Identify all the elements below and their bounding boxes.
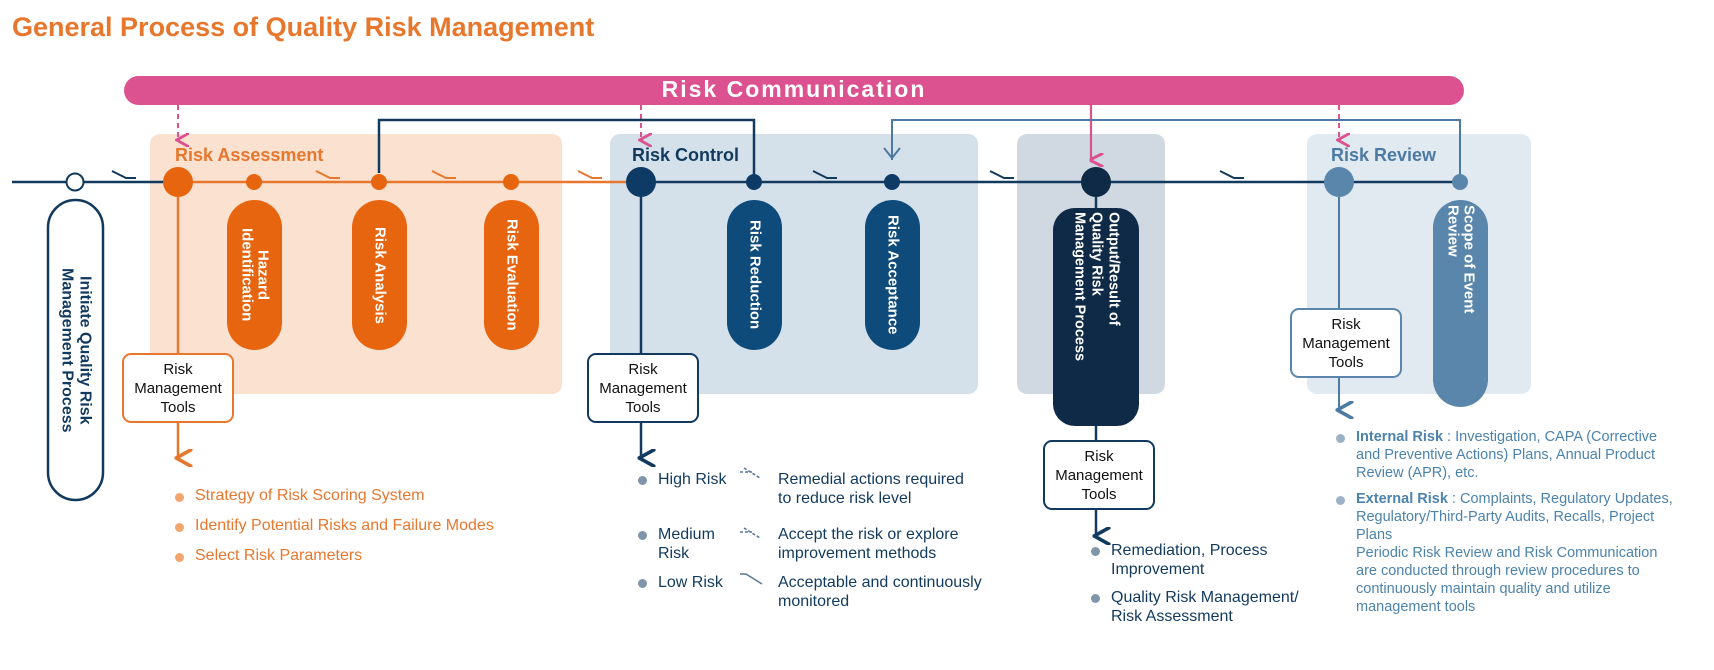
list-item: Strategy of Risk Scoring System [175,487,555,505]
initiate-label: Initiate Quality Risk Management Process [58,267,94,433]
internal-risk-title: Internal Risk [1356,429,1444,445]
bullet-dot [1091,547,1100,556]
external-risk-text: : Complaints, Regulatory Updates, Regula… [1356,491,1673,543]
high-risk-name: High Risk [658,471,727,488]
scope-review-label: Scope of Event Review [1444,205,1478,314]
internal-risk-item: Internal Risk : Investigation, CAPA (Cor… [1336,428,1676,482]
scope-review-pill [1433,200,1488,407]
hazard-identification-label: Hazard Identification [238,228,272,322]
external-risk-title: External Risk [1356,491,1448,507]
evaluation-pill-text: Risk Evaluation [484,200,539,350]
risk-control-label: Risk Control [632,145,740,165]
bullet-dot [175,493,184,502]
output-items: Remediation, Process Improvement Quality… [1091,541,1331,635]
medium-risk-desc: Accept the risk or explore improvement m… [778,526,959,562]
risk-evaluation-pill [484,200,539,350]
hazard-node [246,174,262,190]
review-node [1324,167,1354,197]
control-tools-box: Risk Management Tools [587,353,699,423]
initiate-pill-text: Initiate Quality Risk Management Process [48,200,103,500]
list-item: Remediation, Process Improvement [1091,541,1331,579]
bullet-dot [638,476,647,485]
internal-risk-text: : Investigation, CAPA (Corrective and Pr… [1356,429,1658,481]
scope-node [1452,174,1468,190]
review-items: Internal Risk : Investigation, CAPA (Cor… [1336,428,1676,624]
output-label: Output/Result of Quality Risk Management… [1071,212,1122,362]
list-item: Select Risk Parameters [175,547,555,565]
external-risk-item: External Risk : Complaints, Regulatory U… [1336,490,1676,616]
hazard-pill-text: Hazard Identification [227,200,282,350]
risk-communication-bar [124,76,1464,105]
output-tools-box: Risk Management Tools [1043,440,1155,510]
risk-analysis-pill [352,200,407,350]
low-risk-name: Low Risk [658,574,723,591]
low-risk-row: Low Risk Acceptable and continuously mon… [638,573,1038,613]
evaluation-node [503,174,519,190]
output-node [1081,167,1111,197]
output-pill [1053,208,1139,426]
bullet-dot [1091,594,1100,603]
medium-risk-symbol [740,527,761,539]
bullet-dot [175,553,184,562]
flow-marks [111,170,1244,179]
loop-acceptance-review [891,119,1461,177]
low-risk-desc: Acceptable and continuously monitored [778,574,982,610]
risk-review-label: Risk Review [1331,145,1437,165]
control-node [626,167,656,197]
acceptance-pill-text: Risk Acceptance [865,200,920,350]
medium-risk-row: Medium Risk Accept the risk or explore i… [638,525,1038,565]
scope-pill-text: Scope of Event Review [1433,205,1488,402]
loop-analysis-reduction [377,118,756,177]
assessment-tools-box: Risk Management Tools [122,353,234,423]
risk-communication-label: Risk Communication [661,76,927,102]
risk-acceptance-label: Risk Acceptance [884,215,902,335]
high-risk-desc: Remedial actions required to reduce risk… [778,471,964,507]
risk-assessment-label: Risk Assessment [175,145,324,165]
high-risk-row: High Risk Remedial actions required to r… [638,470,1038,510]
review-tools-box: Risk Management Tools [1290,308,1402,378]
loop-acceptance-tip [883,147,901,160]
bullet-dot [638,579,647,588]
low-risk-symbol [740,573,763,585]
bullet-dot [1336,496,1345,505]
page-title: General Process of Quality Risk Manageme… [12,12,595,42]
risk-analysis-label: Risk Analysis [371,226,389,324]
list-item: Identify Potential Risks and Failure Mod… [175,517,555,535]
analysis-pill-text: Risk Analysis [352,200,407,350]
risk-acceptance-pill [865,200,920,350]
start-node [65,172,85,192]
risk-reduction-pill [727,200,782,350]
medium-risk-name: Medium Risk [658,526,715,562]
reduction-node [746,174,762,190]
list-item: Quality Risk Management/ Risk Assessment [1091,588,1331,626]
assessment-node [163,167,193,197]
analysis-node [371,174,387,190]
assessment-outputs: Strategy of Risk Scoring System Identify… [175,487,555,577]
output-pill-text: Output/Result of Quality Risk Management… [1053,212,1139,420]
periodic-review-text: Periodic Risk Review and Risk Communicat… [1356,545,1658,615]
bullet-dot [638,531,647,540]
risk-evaluation-label: Risk Evaluation [503,219,521,331]
initiate-pill [46,198,105,502]
risk-reduction-label: Risk Reduction [746,220,764,330]
reduction-pill-text: Risk Reduction [727,200,782,350]
bullet-dot [175,523,184,532]
high-risk-symbol [740,467,761,479]
acceptance-node [884,174,900,190]
bullet-dot [1336,434,1345,443]
hazard-identification-pill [227,200,282,350]
